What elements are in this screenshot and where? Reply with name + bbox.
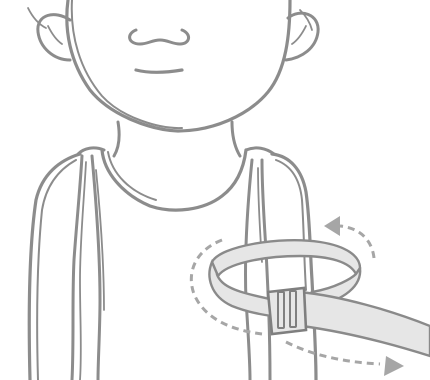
strap-buckle-frame xyxy=(266,286,308,336)
strap-back-band xyxy=(210,239,362,279)
neck xyxy=(112,120,242,158)
left-dashed-arrow xyxy=(189,238,263,336)
arm-strap xyxy=(208,239,430,358)
upper-dashed-arrow xyxy=(339,224,376,259)
lower-arrowhead xyxy=(384,356,404,376)
lower-dashed-arrow xyxy=(285,340,381,366)
head-outline xyxy=(65,0,292,133)
right-torso-side xyxy=(243,158,254,380)
strap-tail xyxy=(298,290,430,358)
wrap-arrows xyxy=(189,216,404,376)
left-ear xyxy=(27,7,72,62)
left-arm xyxy=(27,152,87,380)
right-arm xyxy=(257,152,318,380)
mouth xyxy=(134,68,184,74)
buckle-bar-left xyxy=(277,291,285,329)
nose xyxy=(128,28,190,46)
left-torso-side xyxy=(90,154,105,380)
buckle-bar-right xyxy=(289,290,297,328)
upper-arrowhead xyxy=(324,216,340,236)
right-ear xyxy=(284,9,320,62)
shirt-neckline xyxy=(100,148,248,212)
